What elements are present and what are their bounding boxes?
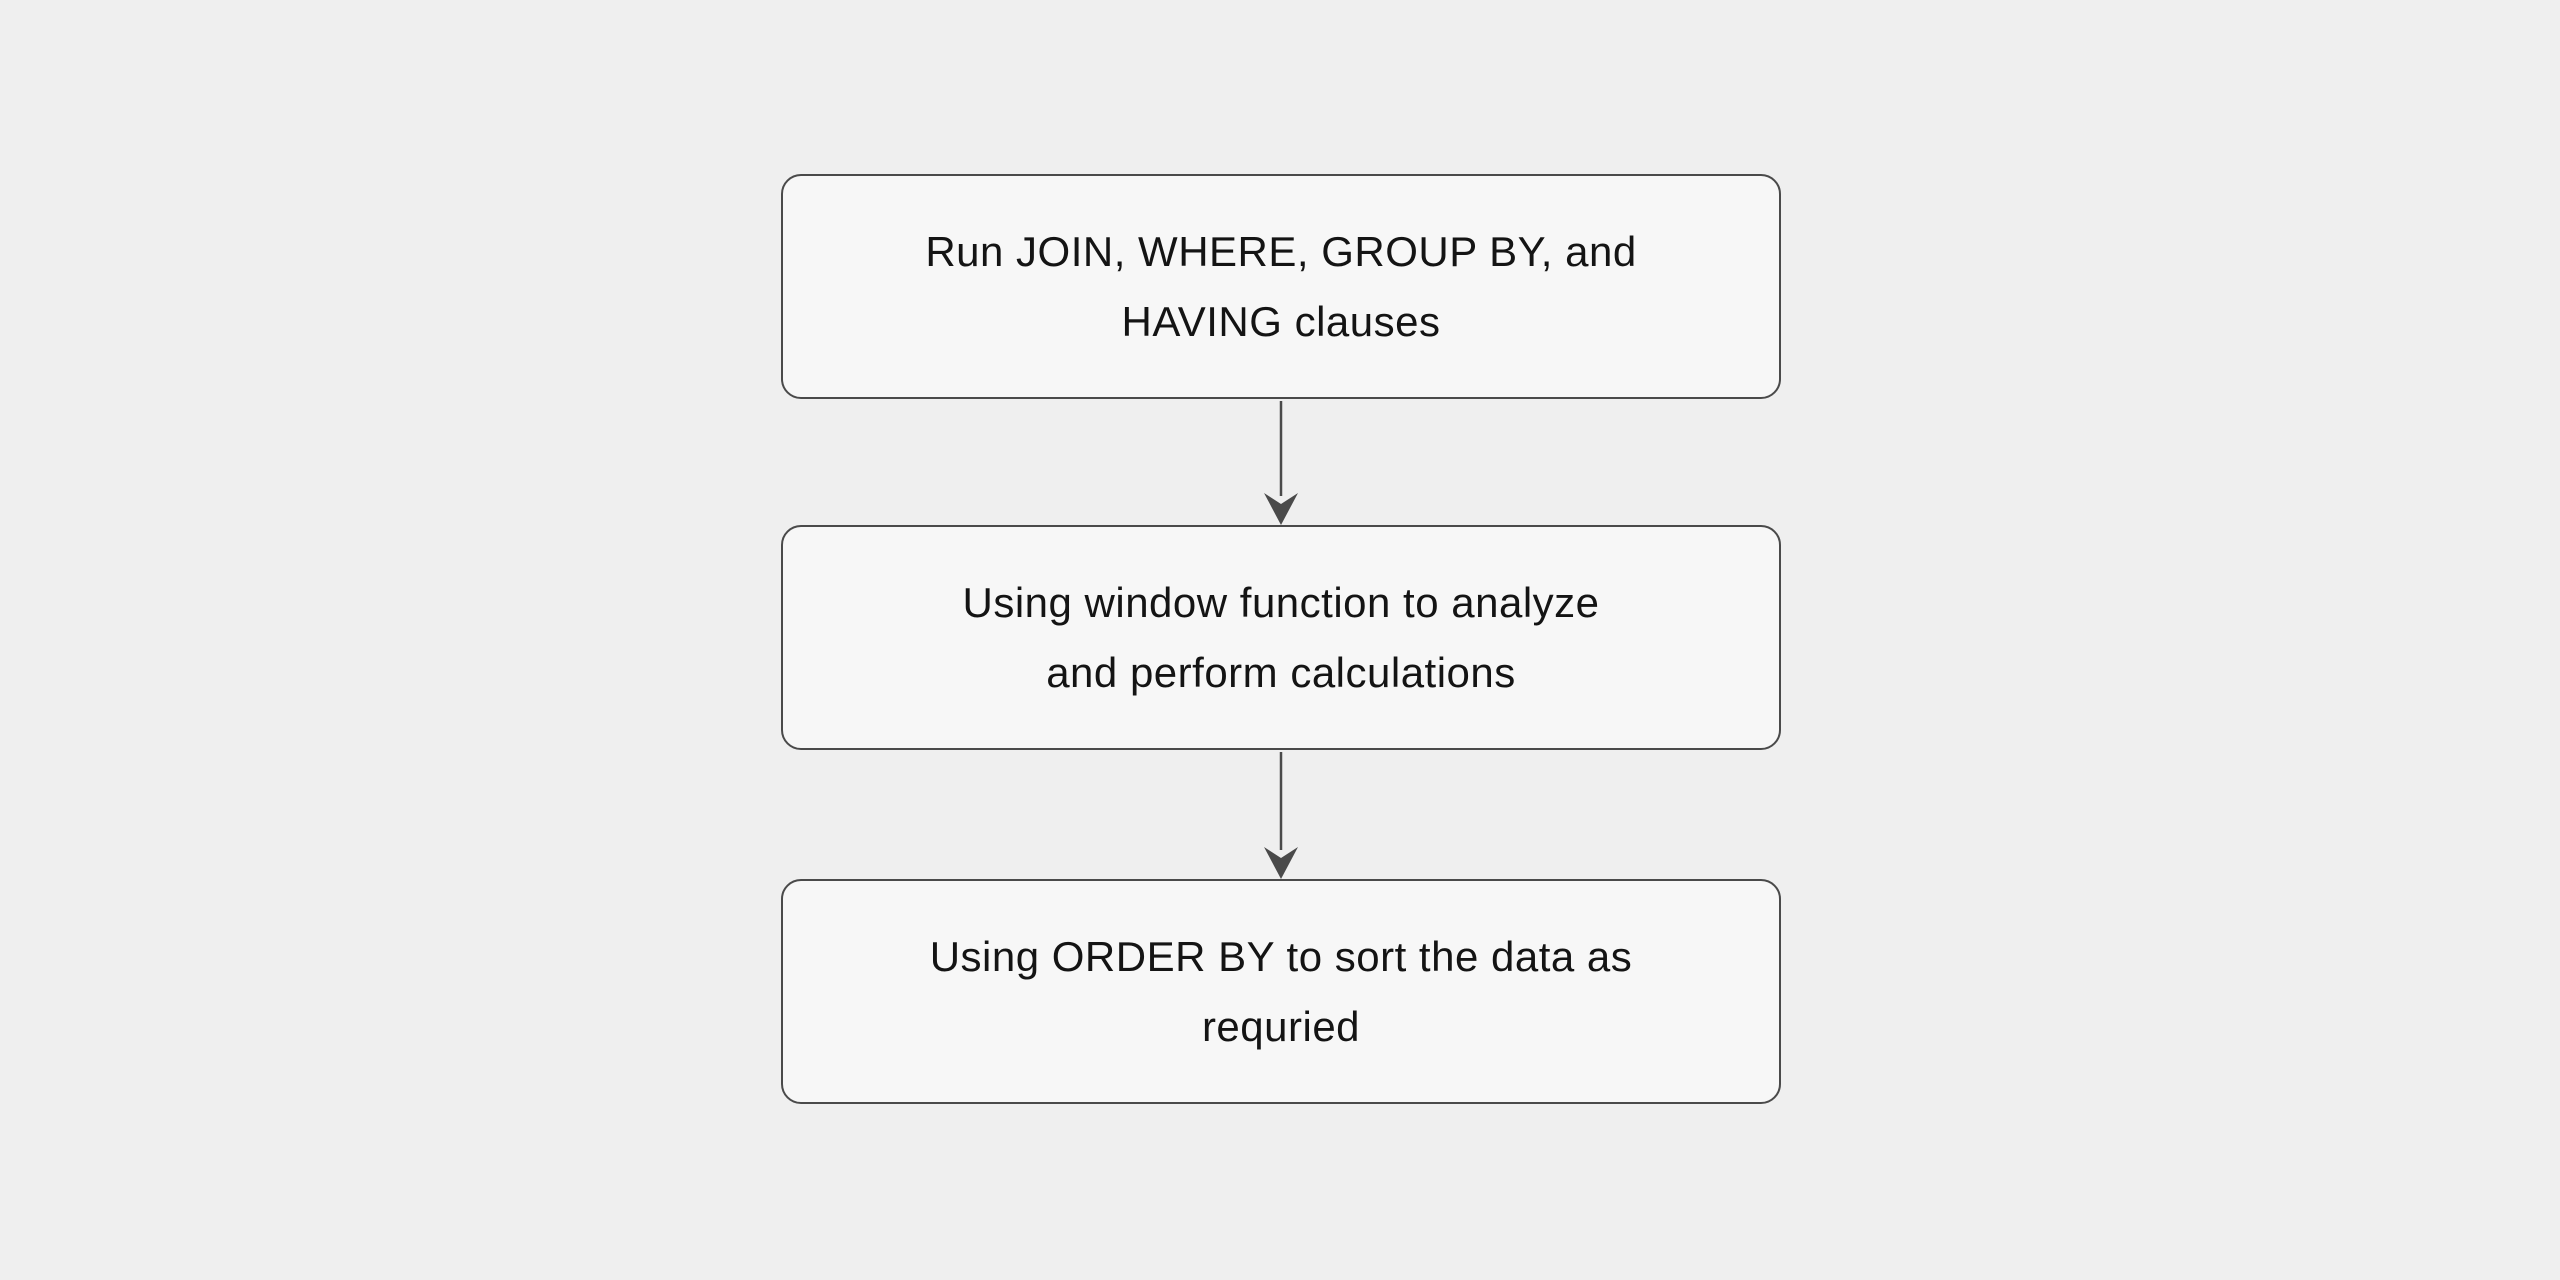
node-step-1-label: Run JOIN, WHERE, GROUP BY, and HAVING cl… — [925, 227, 1637, 345]
arrow-down-icon — [1264, 752, 1298, 879]
arrow-down-icon — [1264, 401, 1298, 525]
arrowhead-2 — [1264, 847, 1298, 879]
flowchart-node-step-1: Run JOIN, WHERE, GROUP BY, and HAVING cl… — [781, 174, 1781, 399]
arrowhead-1 — [1264, 493, 1298, 525]
flowchart-node-step-2: Using window function to analyze and per… — [781, 525, 1781, 750]
node-step-2-label: Using window function to analyze and per… — [962, 578, 1600, 696]
flowchart-node-step-3: Using ORDER BY to sort the data as requr… — [781, 879, 1781, 1104]
node-step-3-label: Using ORDER BY to sort the data as requr… — [929, 932, 1633, 1050]
